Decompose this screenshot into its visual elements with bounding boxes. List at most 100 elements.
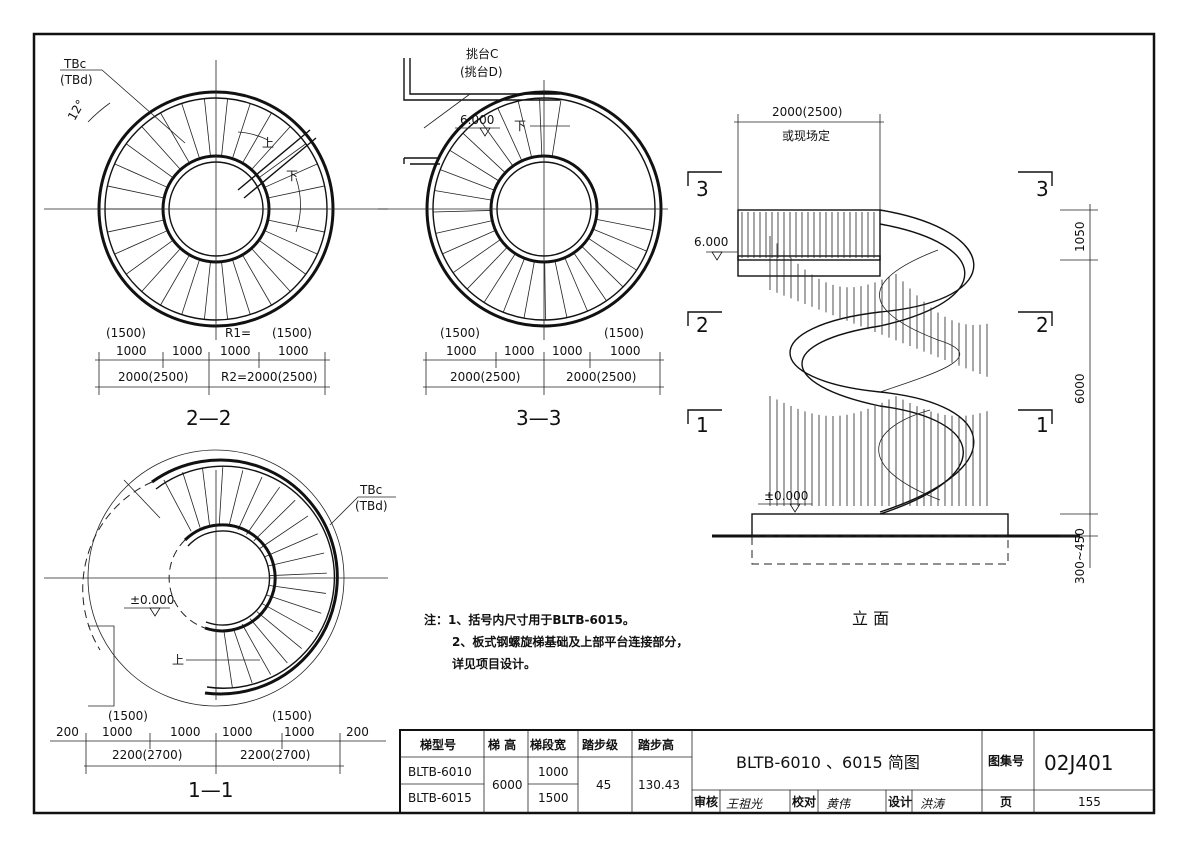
stair-tread-line	[442, 230, 496, 255]
design-signature: 洪涛	[920, 797, 946, 811]
tb-label-bottom: (TBd)	[60, 73, 93, 87]
dim-top-right: (1500)	[604, 326, 644, 340]
stair-tread-line	[435, 220, 493, 234]
stair-tread-line	[462, 132, 506, 174]
check-signature: 黄伟	[826, 797, 852, 811]
dim-mid-1: 1000	[116, 344, 147, 358]
section-title-3-3: 3—3	[516, 406, 561, 430]
stair-tread-line	[523, 261, 535, 319]
stair-tread-line	[433, 210, 492, 213]
stair-tread-line	[267, 219, 325, 233]
stair-tread-line	[203, 98, 211, 157]
drawing-title: BLTB-6010 、6015 简图	[736, 753, 920, 772]
elevation-title: 立 面	[852, 609, 889, 628]
header-height: 梯 高	[488, 737, 516, 752]
stair-tread-line	[264, 533, 318, 558]
stair-tread-line	[223, 630, 233, 688]
tb-label-top: TBc	[63, 57, 86, 71]
stair-tread-line	[258, 143, 307, 179]
stair-tread-line	[181, 259, 201, 315]
stair-tread-line	[125, 143, 174, 179]
header-model: 梯型号	[420, 737, 456, 752]
stair-tread-line	[478, 118, 514, 167]
platform-c-label: 挑台C	[466, 46, 498, 61]
level-label: ±0.000	[130, 593, 174, 607]
dim-mid-2: 1000	[172, 344, 203, 358]
design-label: 设计	[888, 794, 912, 809]
stair-tread-line	[587, 237, 637, 271]
page-number: 155	[1078, 795, 1101, 809]
stair-tread-line	[264, 163, 318, 188]
stair-tread-line	[573, 252, 607, 301]
stair-tread-line	[160, 254, 190, 306]
atlas-number: 02J401	[1044, 751, 1114, 775]
dim-bottom-left: 2000(2500)	[450, 370, 520, 384]
section-mark-2-left: 2	[696, 313, 709, 337]
section-mark-3-right: 3	[1036, 177, 1049, 201]
stair-tread-line	[483, 253, 516, 303]
dim-mid-2: 1000	[504, 344, 535, 358]
stair-tread-line	[267, 552, 325, 567]
dim-mid-6: 200	[346, 725, 369, 739]
step-height: 130.43	[638, 778, 680, 792]
stair-tread-line	[581, 245, 624, 288]
stair-tread-line	[551, 99, 562, 157]
stair-tread-line	[141, 248, 181, 292]
section-mark-2-right: 2	[1036, 313, 1049, 337]
stair-height: 6000	[492, 778, 523, 792]
note-line-1: 注：1、括号内尺寸用于BLTB-6015。	[424, 612, 635, 627]
stair-tread-line	[262, 603, 314, 633]
header-width: 梯段宽	[530, 737, 566, 752]
dim-bottom-right: 2200(2700)	[240, 748, 310, 762]
stair-tread-line	[253, 499, 296, 542]
row1-model: BLTB-6010	[408, 765, 472, 779]
platform-d-label: (挑台D)	[460, 64, 503, 79]
plan-3-3: 挑台C (挑台D) 6.000 下 (1500) (1500) 1000 100…	[378, 46, 668, 430]
dim-right-1050: 1050	[1073, 221, 1087, 252]
dim-mid-3: 1000	[170, 725, 201, 739]
stair-tread-line	[163, 479, 192, 532]
dim-mid-4: 1000	[278, 344, 309, 358]
dim-mid-3: 1000	[220, 344, 251, 358]
level-bottom: ±0.000	[764, 489, 808, 503]
stair-tread-line	[564, 257, 588, 312]
down-label: 下	[286, 169, 298, 183]
stair-tread-line	[251, 126, 291, 170]
stair-tread-line	[266, 594, 322, 614]
dim-mid-4: 1000	[222, 725, 253, 739]
dim-bottom-left: 2000(2500)	[118, 370, 188, 384]
stair-tread-line	[242, 112, 272, 164]
dim-mid-1: 200	[56, 725, 79, 739]
stair-tread-line	[502, 258, 525, 313]
stair-tread-line	[452, 239, 501, 273]
check-label: 校对	[792, 794, 816, 809]
stair-tread-line	[466, 246, 508, 290]
dim-right-6000: 6000	[1073, 373, 1087, 404]
dim-mid-4: 1000	[610, 344, 641, 358]
stair-tread-line	[539, 98, 543, 157]
dim-top-right: (1500)	[272, 709, 312, 723]
stair-tread-line	[107, 219, 165, 233]
stair-tread-line	[517, 100, 533, 158]
section-mark-3-left: 3	[696, 177, 709, 201]
review-label: 审核	[694, 794, 718, 809]
dim-mid-1: 1000	[446, 344, 477, 358]
note-line-2: 2、板式钢螺旋梯基础及上部平台连接部分，	[452, 634, 688, 649]
atlas-label: 图集号	[988, 753, 1024, 768]
stair-tread-line	[181, 103, 201, 159]
section-mark-1-left: 1	[696, 413, 709, 437]
r1-label: R1=	[225, 326, 251, 340]
stair-tread-line	[497, 107, 523, 161]
row2-model: BLTB-6015	[408, 791, 472, 805]
stair-tread-line	[203, 261, 211, 320]
down-label: 下	[514, 119, 526, 133]
stair-tread-line	[592, 228, 647, 252]
stair-tread-line	[114, 230, 168, 255]
section-title-1-1: 1—1	[188, 778, 233, 802]
dim-bottom-left: 2200(2700)	[112, 748, 182, 762]
stair-tread-line	[221, 98, 229, 157]
stair-tread-line	[544, 261, 546, 320]
stair-tread-line	[107, 185, 165, 199]
section-mark-1-right: 1	[1036, 413, 1049, 437]
